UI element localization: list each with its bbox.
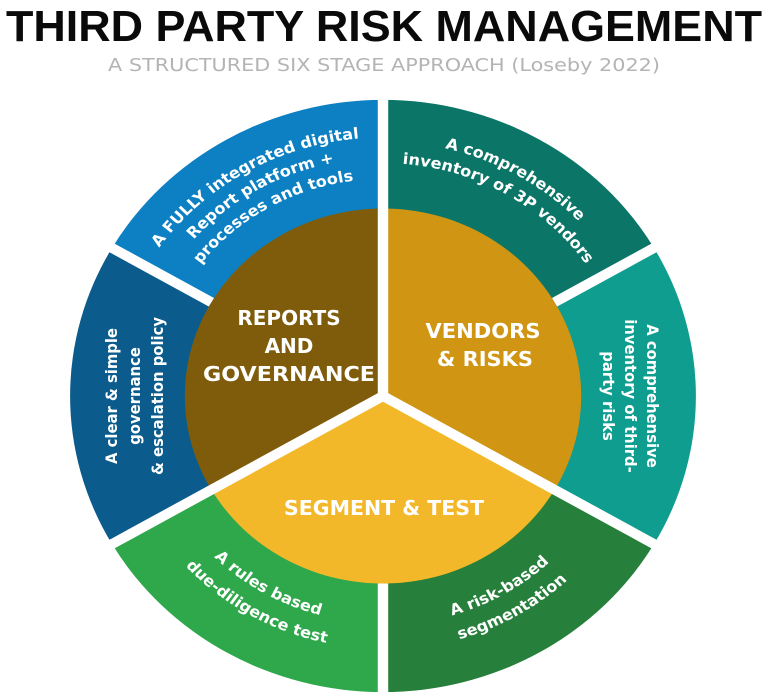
wheel: A FULLY integrated digital Report platfo… (70, 88, 696, 693)
stage-label-line: governance (126, 347, 144, 445)
stage-label-line: & escalation policy (148, 317, 166, 475)
hub-label-segment-test: SEGMENT & TEST (284, 496, 484, 520)
stage-label-line: A clear & simple (103, 328, 121, 464)
segment-dividers (98, 88, 668, 693)
hub-label-line: SEGMENT & TEST (284, 496, 484, 520)
page-subtitle: A STRUCTURED SIX STAGE APPROACH (Loseby … (108, 55, 660, 76)
hub-label-reports-governance: REPORTS AND GOVERNANCE (203, 306, 375, 386)
hub-label-line: & RISKS (437, 347, 533, 371)
stage-label-risk-inventory: A comprehensive inventory of third- part… (599, 319, 661, 473)
hub-label-line: VENDORS (426, 319, 541, 343)
stage-label-governance-policy: A clear & simple governance & escalation… (103, 317, 167, 475)
page-title: THIRD PARTY RISK MANAGEMENT (6, 2, 762, 51)
hub-label-line: GOVERNANCE (203, 362, 375, 386)
hub-label-vendors-risks: VENDORS & RISKS (426, 319, 541, 371)
stage-label-line: inventory of third- (621, 319, 639, 473)
divider-lower-left (98, 391, 386, 555)
hub-segment-segment-test (211, 396, 555, 584)
divider-upper-right (552, 237, 668, 307)
stage-label-line: party risks (599, 351, 617, 441)
hub-label-line: REPORTS (237, 306, 340, 330)
divider-upper-left (98, 237, 214, 307)
divider-lower-right (380, 391, 668, 555)
stage-label-line: A comprehensive (643, 324, 661, 468)
hub-label-line: AND (265, 334, 314, 358)
